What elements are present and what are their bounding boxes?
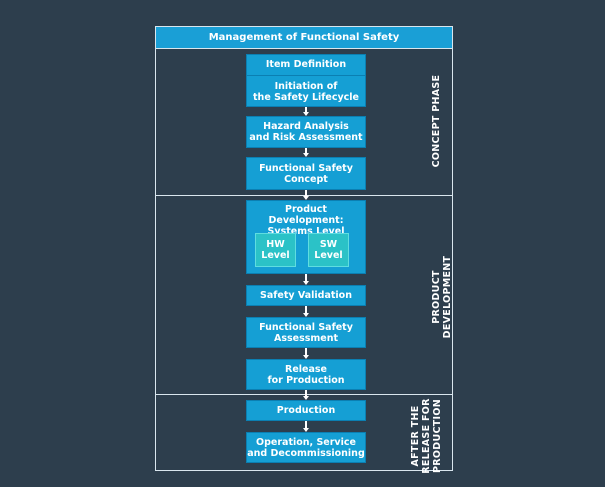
functional-safety-concept-step: Functional Safety Concept [246,157,366,190]
flow-arrow-head [303,153,309,157]
flow-arrow-line [305,348,307,355]
after-release-label: AFTER THE RELEASE FOR PRODUCTION [410,398,443,474]
flow-arrow-line [305,274,307,281]
flow-arrow-head [303,112,309,116]
flow-arrow-line [305,107,307,112]
item-definition-block [246,54,366,107]
flow-arrow-line [305,306,307,313]
hazard-analysis-step: Hazard Analysis and Risk Assessment [246,116,366,148]
after-release-frame [155,394,453,471]
item-definition-step: Item Definition [265,59,347,70]
safety-validation-step: Safety Validation [246,285,366,306]
item-definition-divider [247,75,365,76]
flow-arrow-line [305,390,307,396]
release-for-production-step: Release for Production [246,359,366,390]
flow-arrow-head [303,355,309,359]
concept-phase-label: CONCEPT PHASE [431,74,442,168]
operation-service-step: Operation, Service and Decommissioning [246,432,366,463]
flow-arrow-line [305,190,307,196]
initiation-step: Initiation of the Safety Lifecycle [253,80,359,103]
production-step: Production [246,400,366,421]
product-development-label: PRODUCT DEVELOPMENT [431,255,453,339]
flow-arrow-line [305,421,307,428]
flow-arrow-head [303,428,309,432]
flow-arrow-line [305,148,307,153]
header-title: Management of Functional Safety [155,26,453,49]
functional-safety-assessment-step: Functional Safety Assessment [246,317,366,348]
flow-arrow-head [303,313,309,317]
flow-arrow-head [303,281,309,285]
sw-level-step: SW Level [308,233,349,267]
hw-level-step: HW Level [255,233,296,267]
flow-arrow-head [303,196,309,200]
flow-arrow-head [303,396,309,400]
